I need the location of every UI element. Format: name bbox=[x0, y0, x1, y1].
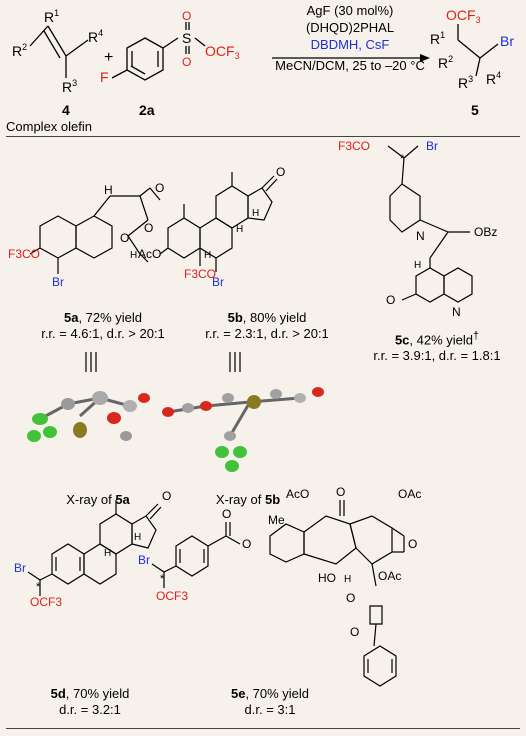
plus-sign: + bbox=[104, 49, 113, 66]
reagent-oxo-top: O bbox=[182, 9, 191, 23]
compound-4-label: 4 bbox=[62, 102, 70, 118]
condition-reagents: DBDMH, CsF bbox=[310, 37, 390, 52]
label-5d-br: Br bbox=[14, 561, 26, 575]
product-br: Br bbox=[500, 33, 514, 49]
label-5b-f3co: F3CO bbox=[184, 267, 216, 281]
reaction-scheme: R1 R2 R4 R3 + F S O O OCF3 OCF3 R1 R2 Br… bbox=[12, 7, 514, 118]
caption-5e: 5e, 70% yield d.r. = 3:1 bbox=[230, 686, 310, 717]
label-5e-o-oxetane: O bbox=[408, 537, 417, 551]
label-5c-br: Br bbox=[426, 139, 438, 153]
condition-ligand: (DHQD)2PHAL bbox=[305, 20, 395, 35]
caption-xray-5b: X-ray of 5b bbox=[215, 492, 281, 507]
label-5e-h: H bbox=[344, 574, 351, 585]
label-5b-h2: H bbox=[236, 224, 243, 235]
compound-2a-label: 2a bbox=[139, 102, 155, 118]
label-5e-o-ester-carbonyl: O bbox=[222, 507, 231, 521]
label-5c-star: * bbox=[400, 153, 405, 165]
label-5e-o-benzoate-carbonyl: O bbox=[350, 625, 359, 639]
label-5e-o-ketone: O bbox=[336, 485, 345, 499]
xray-5b-rendering bbox=[162, 387, 324, 472]
label-5c-n-quinoline: N bbox=[452, 305, 461, 319]
top-divider bbox=[6, 136, 520, 137]
caption-5d: 5d, 70% yield d.r. = 3.2:1 bbox=[50, 686, 130, 717]
olefin-r4: R4 bbox=[88, 28, 103, 45]
label-5a-o-lactone: O bbox=[144, 221, 153, 235]
xray-5a-rendering bbox=[27, 391, 150, 442]
label-5a-h-bottom: H bbox=[130, 250, 137, 261]
label-5e-br: Br bbox=[138, 553, 150, 567]
product-r1: R1 bbox=[430, 30, 445, 47]
reagent-oxo-bottom: O bbox=[182, 55, 191, 69]
caption-5b: 5b, 80% yield r.r. = 2.3:1, d.r. > 20:1 bbox=[205, 310, 329, 341]
compound-5-label: 5 bbox=[471, 102, 479, 118]
label-5e-oac-bottom: OAc bbox=[378, 569, 401, 583]
bottom-divider bbox=[6, 728, 520, 729]
label-5d-h2: H bbox=[134, 532, 141, 543]
label-5e-o-benzoate: O bbox=[346, 591, 355, 605]
label-5d-h1: H bbox=[104, 548, 111, 559]
label-5c-n: N bbox=[416, 229, 425, 243]
label-5b-br: Br bbox=[212, 275, 224, 289]
olefin-r1: R1 bbox=[44, 8, 59, 25]
label-5b-h3: H bbox=[252, 208, 259, 219]
product-r3: R3 bbox=[458, 74, 473, 91]
label-5e-me: Me bbox=[268, 513, 285, 527]
label-5b-o-ketone: O bbox=[276, 165, 285, 179]
caption-5a: 5a, 72% yield r.r. = 4.6:1, d.r. > 20:1 bbox=[41, 310, 165, 341]
label-5b-h1: H bbox=[204, 250, 211, 261]
reaction-conditions: AgF (30 mol%) (DHQD)2PHAL DBDMH, CsF MeC… bbox=[262, 2, 438, 74]
scheme-caption: Complex olefin bbox=[6, 119, 92, 134]
caption-5c: 5c, 42% yield† r.r. = 3.9:1, d.r. = 1.8:… bbox=[373, 330, 501, 364]
label-5c-f3co: F3CO bbox=[338, 139, 370, 153]
reagent-fluorine: F bbox=[100, 69, 109, 85]
label-5a-h: H bbox=[104, 183, 113, 197]
label-5a-o-ring: O bbox=[120, 231, 129, 245]
equivalence-marks bbox=[85, 352, 241, 372]
label-5e-ho: HO bbox=[318, 571, 336, 585]
label-5e-ocf3: OCF3 bbox=[156, 589, 188, 603]
reagent-ocf3: OCF3 bbox=[205, 43, 240, 61]
label-5b-aco: AcO bbox=[138, 247, 161, 261]
label-5e-aco: AcO bbox=[286, 487, 309, 501]
molecule-structures: F3CO Br O O O H H AcO F3CO Br O H H H F3… bbox=[8, 139, 497, 687]
product-ocf3: OCF3 bbox=[446, 7, 481, 25]
label-5a-br: Br bbox=[52, 275, 64, 289]
label-5a-o-carbonyl: O bbox=[155, 181, 164, 195]
condition-solvent: MeCN/DCM, 25 to –20 °C bbox=[275, 58, 425, 73]
label-5d-ocf3: OCF3 bbox=[30, 595, 62, 609]
reagent-sulfur: S bbox=[182, 30, 191, 46]
label-5e-o-ester: O bbox=[242, 537, 251, 551]
olefin-r3: R3 bbox=[62, 78, 77, 95]
label-5a-f3co: F3CO bbox=[8, 247, 40, 261]
olefin-r2: R2 bbox=[12, 42, 27, 59]
caption-xray-5a: X-ray of 5a bbox=[66, 492, 130, 507]
label-5d-o-ketone: O bbox=[162, 489, 171, 503]
label-5c-h: H bbox=[414, 260, 421, 271]
label-5c-obz: OBz bbox=[474, 225, 497, 239]
label-5e-star: * bbox=[160, 573, 165, 585]
label-5c-o-methoxy: O bbox=[386, 293, 395, 307]
label-5e-oac-top: OAc bbox=[398, 487, 421, 501]
product-r2: R2 bbox=[438, 54, 453, 71]
label-5d-star: * bbox=[36, 581, 41, 593]
product-r4: R4 bbox=[486, 70, 501, 87]
condition-catalyst: AgF (30 mol%) bbox=[306, 3, 394, 18]
